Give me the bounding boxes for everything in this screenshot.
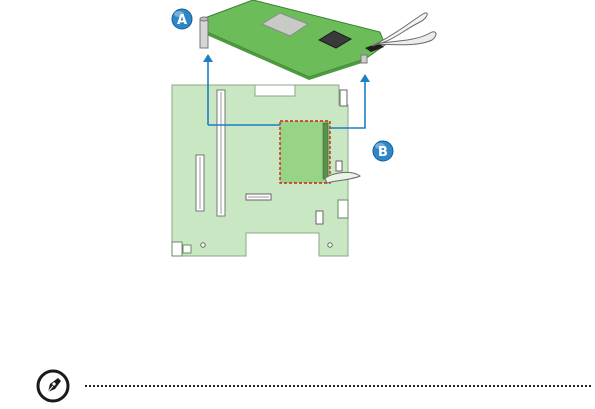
module-slot-highlight <box>280 121 330 183</box>
note-dotted-rule <box>85 385 591 387</box>
standoff <box>200 19 208 48</box>
module-ribbon-cable <box>372 13 436 46</box>
pen-nib-icon <box>36 369 70 403</box>
arrow-b-head <box>360 74 370 82</box>
callout-a-label: A <box>177 13 187 28</box>
callout-a: A <box>172 9 192 29</box>
arrow-a-head <box>203 54 213 62</box>
installation-diagram: A B <box>0 0 595 360</box>
callout-b: B <box>373 141 393 161</box>
callout-b-label: B <box>378 145 388 160</box>
note-row <box>36 369 595 403</box>
module-board <box>200 0 385 80</box>
